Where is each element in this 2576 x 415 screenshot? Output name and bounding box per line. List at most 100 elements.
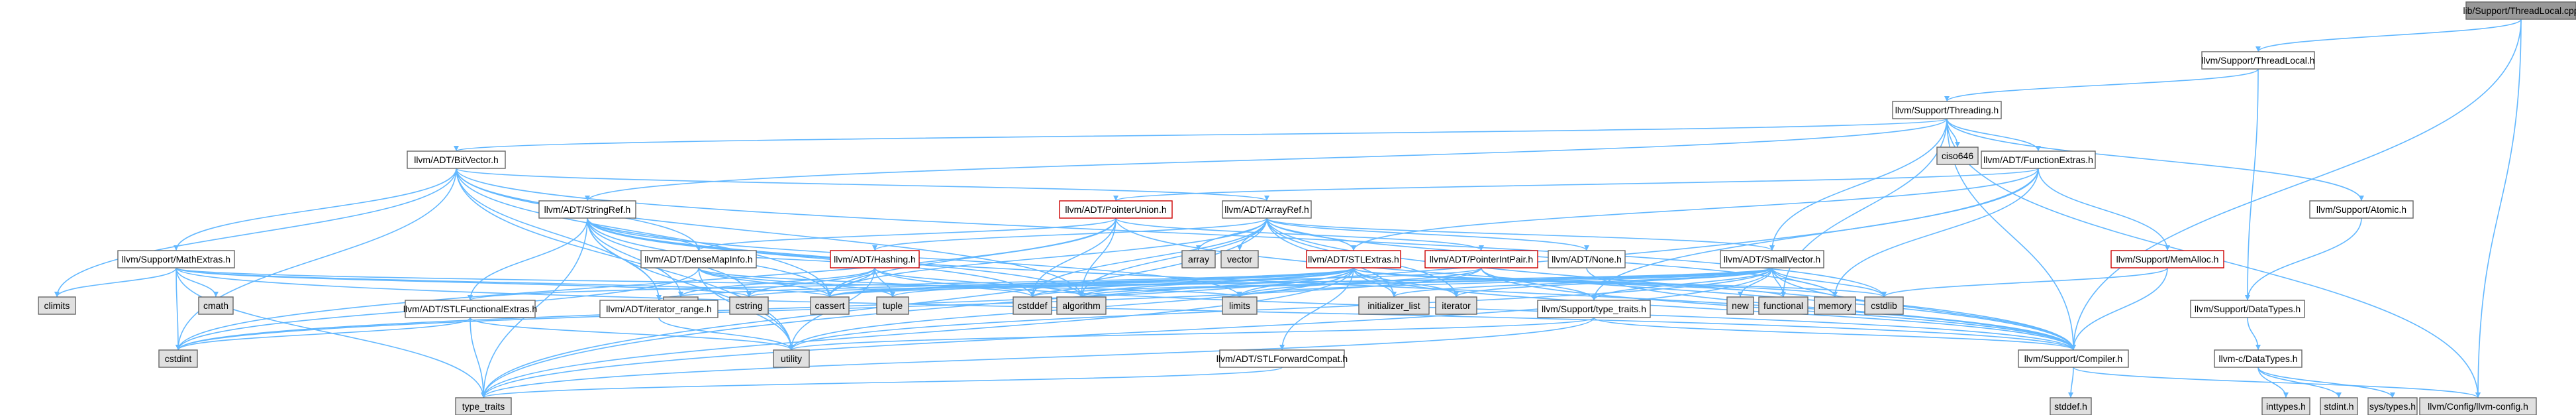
edge-bitvector-to-cstdlib xyxy=(456,168,1885,298)
node-atomic[interactable]: llvm/Support/Atomic.h xyxy=(2309,200,2414,219)
node-bitvector[interactable]: llvm/ADT/BitVector.h xyxy=(407,150,506,169)
node-stddef: stddef.h xyxy=(2050,397,2092,415)
edge-typetraits_h-to-compiler xyxy=(1593,317,2074,351)
node-funcextras[interactable]: llvm/ADT/FunctionExtras.h xyxy=(1981,150,2096,169)
node-stlfunctional[interactable]: llvm/ADT/STLFunctionalExtras.h xyxy=(403,300,537,318)
node-memalloc[interactable]: llvm/Support/MemAlloc.h xyxy=(2110,250,2224,268)
node-label: llvm/Support/Compiler.h xyxy=(2024,353,2123,364)
node-label: type_traits xyxy=(462,401,505,412)
node-box xyxy=(1537,300,1651,318)
node-label: cstdlib xyxy=(1871,300,1897,311)
node-label: llvm/Support/Atomic.h xyxy=(2316,204,2406,215)
node-threadlocal[interactable]: llvm/Support/ThreadLocal.h xyxy=(2201,51,2315,70)
node-box xyxy=(599,300,718,318)
node-tuple: tuple xyxy=(876,296,909,315)
node-stringref[interactable]: llvm/ADT/StringRef.h xyxy=(538,200,636,219)
node-algorithm: algorithm xyxy=(1056,296,1107,315)
arrowhead-icon xyxy=(2068,392,2073,398)
node-threading[interactable]: llvm/Support/Threading.h xyxy=(1892,101,2002,119)
node-initlist: initializer_list xyxy=(1358,296,1430,315)
node-vector: vector xyxy=(1220,250,1259,268)
node-stdint: stdint.h xyxy=(2320,397,2358,415)
arrowhead-icon xyxy=(468,295,473,300)
node-climits: climits xyxy=(38,296,76,315)
edge-stlextras-to-cstddef xyxy=(1032,267,1354,298)
node-box xyxy=(1981,150,2096,169)
arrowhead-icon xyxy=(1454,292,1459,297)
node-box xyxy=(1056,296,1107,315)
node-none[interactable]: llvm/ADT/None.h xyxy=(1548,250,1626,268)
node-box xyxy=(38,296,76,315)
node-datatypes[interactable]: llvm/Support/DataTypes.h xyxy=(2190,300,2305,318)
node-box xyxy=(1222,200,1312,219)
node-label: llvm/ADT/BitVector.h xyxy=(414,154,499,165)
node-box xyxy=(538,200,636,219)
arrowhead-icon xyxy=(2359,196,2364,201)
node-label: sys/types.h xyxy=(2369,401,2416,412)
edge-typetraits_h-to-utility xyxy=(791,317,1595,351)
node-pointerunion[interactable]: llvm/ADT/PointerUnion.h xyxy=(1059,200,1173,219)
node-mathextras[interactable]: llvm/Support/MathExtras.h xyxy=(117,250,235,268)
node-box xyxy=(2018,349,2129,368)
node-box xyxy=(1358,296,1430,315)
edge-stlfunctional-to-cstdint xyxy=(177,317,471,351)
arrowhead-icon xyxy=(1769,245,1775,251)
edge-funcextras-to-stlextras xyxy=(1353,168,2039,251)
node-label: stddef.h xyxy=(2054,401,2087,412)
edge-pointerunion-to-pointerintpair xyxy=(1115,217,1482,251)
edge-bitvector-to-algorithm xyxy=(456,168,1082,298)
arrowhead-icon xyxy=(1264,196,1269,201)
edge-cdatatypes-to-stdint xyxy=(2257,367,2340,398)
node-arrayref[interactable]: llvm/ADT/ArrayRef.h xyxy=(1222,200,1312,219)
arrowhead-icon xyxy=(696,245,701,251)
node-compiler[interactable]: llvm/Support/Compiler.h xyxy=(2018,349,2129,368)
node-label: initializer_list xyxy=(1367,300,1420,311)
arrowhead-icon xyxy=(213,292,219,297)
arrowhead-icon xyxy=(54,292,60,297)
arrowhead-icon xyxy=(1351,245,1356,251)
node-label: stdint.h xyxy=(2324,401,2353,412)
node-box xyxy=(2050,397,2092,415)
node-pointerintpair[interactable]: llvm/ADT/PointerIntPair.h xyxy=(1424,250,1538,268)
node-cassert: cassert xyxy=(810,296,850,315)
node-box xyxy=(1936,147,1979,165)
arrowhead-icon xyxy=(1955,142,1960,147)
arrowhead-icon xyxy=(2071,345,2076,350)
edge-smallvector-to-initlist xyxy=(1393,267,1773,298)
node-inttypes: inttypes.h xyxy=(2261,397,2310,415)
arrowhead-icon xyxy=(1391,292,1397,297)
node-smallvector[interactable]: llvm/ADT/SmallVector.h xyxy=(1720,250,1824,268)
node-label: llvm/ADT/FunctionExtras.h xyxy=(1983,154,2093,165)
node-label: llvm/ADT/SmallVector.h xyxy=(1724,254,1820,265)
node-label: llvm/ADT/STLExtras.h xyxy=(1308,254,1399,265)
edge-smallvector-to-memory xyxy=(1771,267,1836,298)
node-box xyxy=(830,250,920,268)
arrowhead-icon xyxy=(678,292,683,297)
node-stlforward[interactable]: llvm/ADT/STLForwardCompat.h xyxy=(1216,349,1348,368)
edge-smallvector-to-typetraits xyxy=(483,267,1773,398)
node-label: llvm/ADT/None.h xyxy=(1552,254,1622,265)
node-densemapinfo[interactable]: llvm/ADT/DenseMapInfo.h xyxy=(640,250,757,268)
edge-mathextras-to-cstdint xyxy=(175,267,179,351)
node-iterrange[interactable]: llvm/ADT/iterator_range.h xyxy=(599,300,718,318)
edge-bitvector-to-mathextras xyxy=(175,168,457,251)
node-label: new xyxy=(1732,300,1750,311)
node-label: functional xyxy=(1763,300,1803,311)
node-hashing[interactable]: llvm/ADT/Hashing.h xyxy=(830,250,920,268)
node-label: utility xyxy=(781,353,802,364)
node-root[interactable]: lib/Support/ThreadLocal.cpp xyxy=(2463,1,2576,20)
node-label: ciso646 xyxy=(1942,150,1973,161)
node-label: llvm/Support/DataTypes.h xyxy=(2195,304,2301,314)
node-label: llvm/ADT/PointerUnion.h xyxy=(1065,204,1166,215)
node-typetraits_h[interactable]: llvm/Support/type_traits.h xyxy=(1537,300,1651,318)
edge-threading-to-smallvector xyxy=(1771,118,1948,251)
node-box xyxy=(1814,296,1856,315)
node-stlextras[interactable]: llvm/ADT/STLExtras.h xyxy=(1306,250,1401,268)
edge-typetraits_h-to-typetraits xyxy=(483,317,1595,398)
node-cdatatypes[interactable]: llvm-c/DataTypes.h xyxy=(2214,349,2303,368)
node-label: llvm/ADT/Hashing.h xyxy=(834,254,916,265)
arrowhead-icon xyxy=(2283,392,2289,398)
arrowhead-icon xyxy=(1237,245,1242,251)
edge-mathextras-to-typetraits xyxy=(175,267,484,398)
edge-stlforward-to-typetraits xyxy=(483,367,1283,398)
